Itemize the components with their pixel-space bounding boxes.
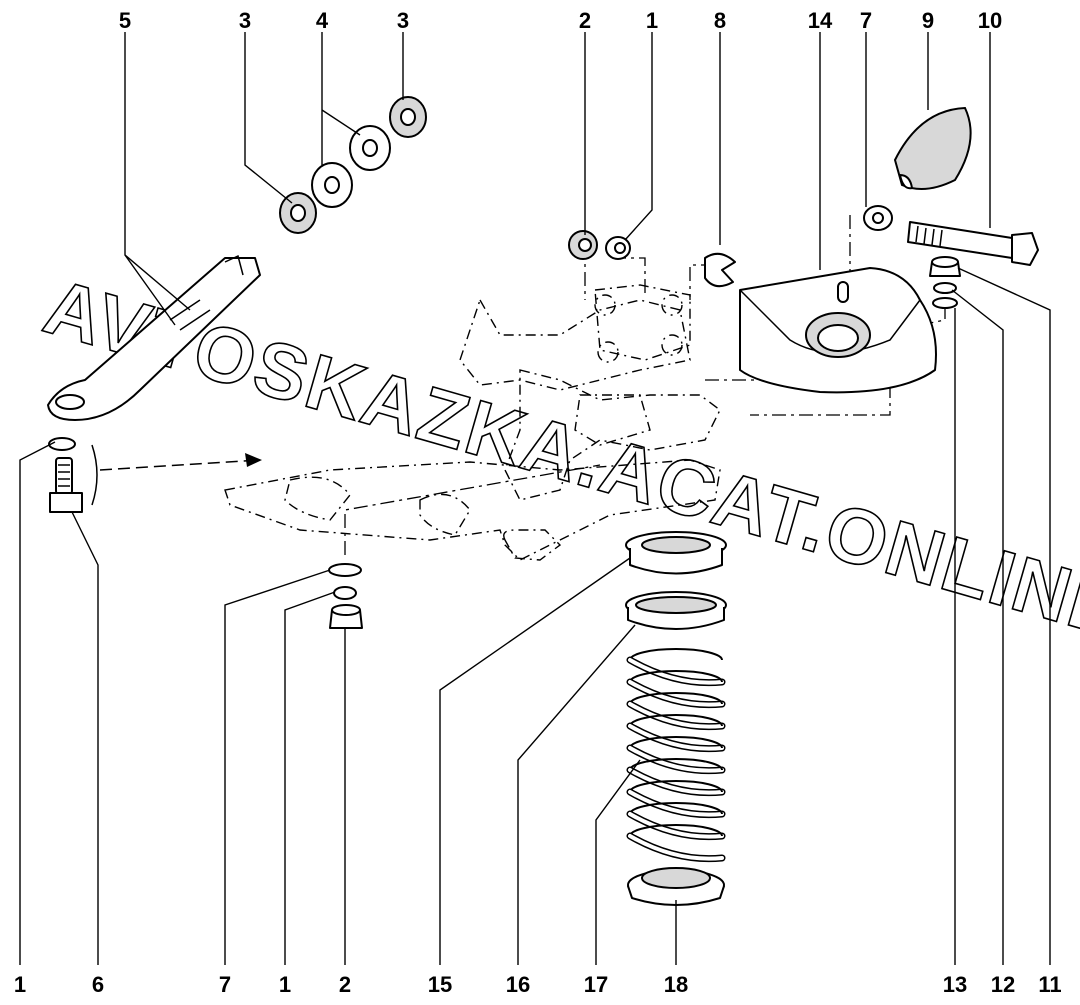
spring-coil-front (628, 702, 724, 729)
callout-14: 14 (808, 8, 833, 33)
spring-coil-front (628, 812, 724, 839)
callout-12: 12 (991, 972, 1015, 997)
callout-3: 3 (397, 8, 409, 33)
callout-1: 1 (646, 8, 658, 33)
spring-coil-back (629, 736, 723, 749)
insertion-arrow (91, 444, 262, 506)
callout-17: 17 (584, 972, 608, 997)
callout-5: 5 (119, 8, 131, 33)
callouts-bottom: 1 6 7 1 2 15 16 17 18 13 12 11 (14, 972, 1062, 997)
part-5-link-rod (47, 254, 261, 421)
leader-lines (19, 32, 1051, 965)
spring-coil-back (629, 780, 723, 793)
callouts-top: 5 3 4 3 2 1 8 14 7 9 10 (119, 8, 1002, 33)
spring-coil-front (628, 680, 724, 707)
spring-coil-front (628, 768, 724, 795)
spring-coil-front (628, 834, 724, 861)
spring-coil-back (629, 648, 723, 661)
parts-1-6-bolt-left (48, 437, 83, 513)
callout-7: 7 (219, 972, 231, 997)
spring-coil-back (629, 758, 723, 771)
callout-8: 8 (714, 8, 726, 33)
callout-11: 11 (1038, 972, 1061, 997)
spring-coil-back (629, 802, 723, 815)
callout-16: 16 (506, 972, 530, 997)
callout-1: 1 (279, 972, 291, 997)
callout-9: 9 (922, 8, 934, 33)
spring-coil-back (629, 670, 723, 683)
callout-2: 2 (579, 8, 591, 33)
parts-7-1-2-lower-nuts (328, 563, 363, 629)
callout-4: 4 (316, 8, 329, 33)
callout-3: 3 (239, 8, 251, 33)
callout-1: 1 (14, 972, 26, 997)
spring-coil-front (628, 658, 724, 685)
part-14-spring-bracket (739, 267, 937, 394)
spring-coil-front (628, 746, 724, 773)
callout-10: 10 (978, 8, 1002, 33)
spring-coil-back (629, 714, 723, 727)
part-18-spring-seat-lower (627, 867, 725, 906)
callout-7: 7 (860, 8, 872, 33)
part-17-coil-spring (626, 648, 726, 863)
part-16-spring-insulator (625, 591, 727, 630)
callout-6: 6 (92, 972, 104, 997)
part-15-spring-seat-upper (625, 531, 727, 575)
callout-2: 2 (339, 972, 351, 997)
callout-13: 13 (943, 972, 967, 997)
spring-coil-back (629, 824, 723, 837)
parts-11-12-13-right-nuts (929, 256, 961, 309)
spring-coil-front (628, 724, 724, 751)
spring-coil-back (629, 692, 723, 705)
callout-18: 18 (664, 972, 688, 997)
parts-7-9-10-upper-right (863, 106, 1039, 266)
callout-15: 15 (428, 972, 452, 997)
subframe-ghost-outline (224, 284, 721, 561)
spring-coil-front (628, 790, 724, 817)
parts-3-4-washers (279, 96, 427, 234)
parts-2-1-8-upper (568, 230, 736, 288)
